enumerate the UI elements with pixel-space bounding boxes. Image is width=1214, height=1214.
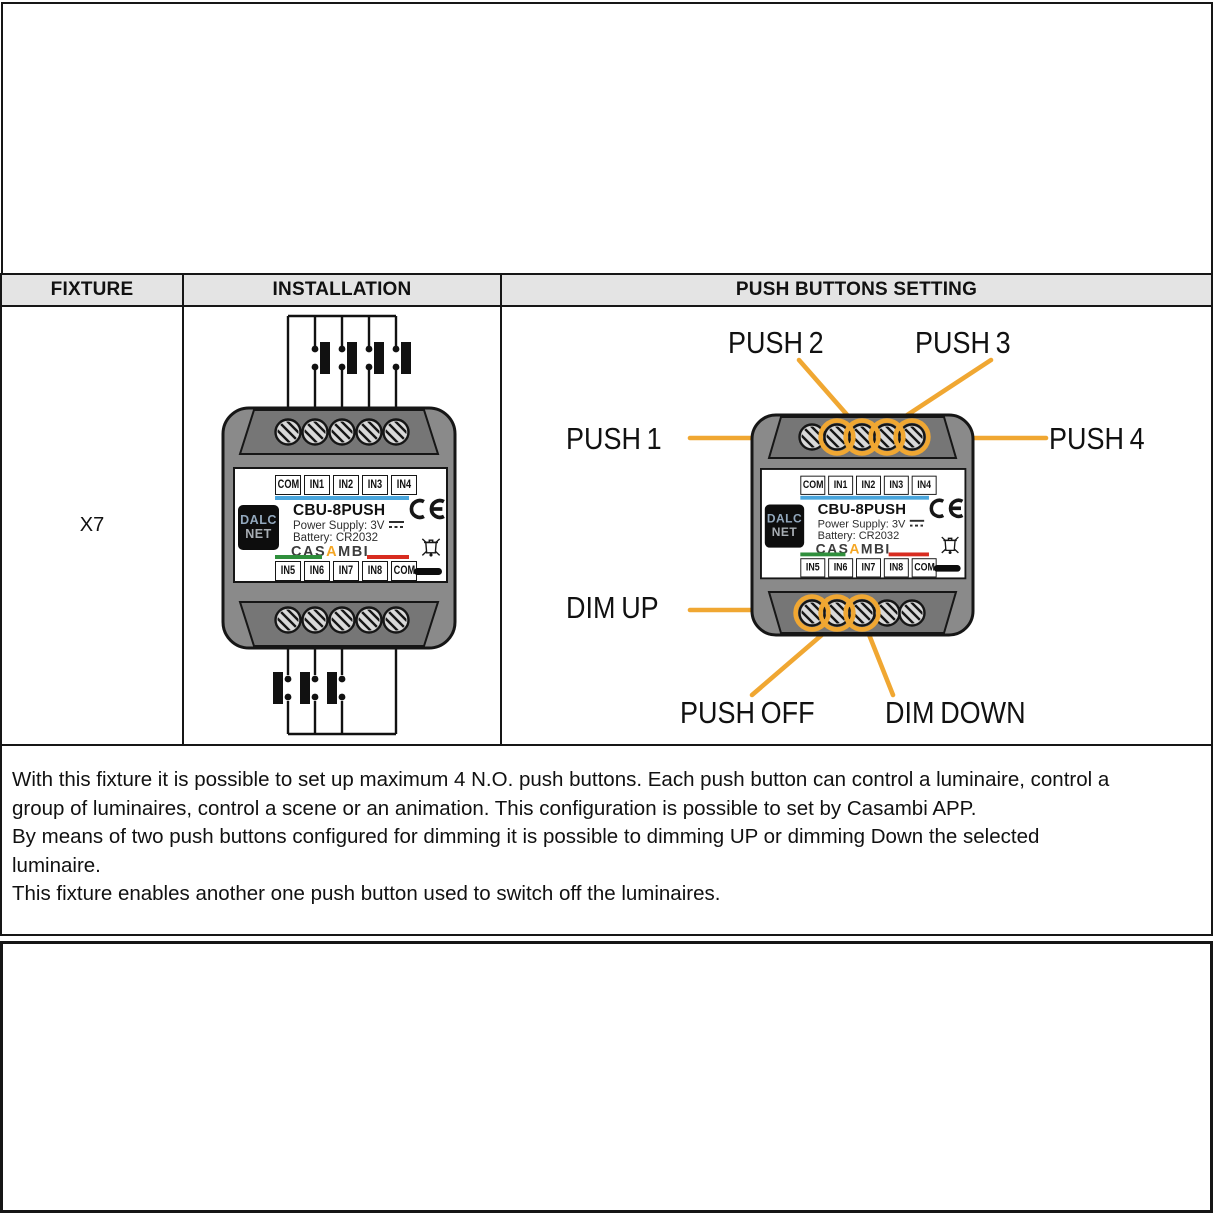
device-label-plate-right: COM IN1 IN2 IN3 IN4 DALC NET CBU-8PUSH P… (760, 468, 967, 580)
terminal-box-in2: IN2 (856, 475, 881, 495)
terminal-box-in8: IN8 (362, 561, 388, 581)
terminal-box-com: COM (275, 475, 301, 495)
bottom-empty-section (0, 941, 1213, 1213)
annotation-push-off: PUSH OFF (680, 695, 815, 730)
terminal-box-in1: IN1 (304, 475, 330, 495)
terminal-box-in6: IN6 (828, 558, 854, 578)
terminal-box-in6: IN6 (304, 561, 330, 581)
annotation-dim-up: DIM UP (566, 590, 659, 625)
terminal-box-in5: IN5 (275, 561, 301, 581)
description-section: With this fixture it is possible to set … (0, 744, 1213, 936)
description-line: By means of two push buttons configured … (12, 825, 1040, 849)
description-line: This fixture enables another one push bu… (12, 882, 721, 906)
description-line: group of luminaires, control a scene or … (12, 796, 977, 820)
device-label-plate-left: COM IN1 IN2 IN3 IN4 DALC NET CBU-8PUSH P… (233, 467, 448, 583)
brand-line1: DALC (240, 513, 277, 528)
terminal-box-in7: IN7 (333, 561, 359, 581)
weee-bin-icon (421, 538, 441, 557)
green-stripe (800, 552, 846, 557)
battery-text: Battery: CR2032 (293, 532, 379, 544)
annotation-dim-down: DIM DOWN (885, 695, 1026, 730)
terminal-box-in4: IN4 (391, 475, 417, 495)
description-line: With this fixture it is possible to set … (12, 768, 1110, 791)
terminal-box-in3: IN3 (883, 475, 909, 495)
ce-mark-icon (929, 498, 964, 519)
terminal-row-bottom: IN5 IN6 IN7 IN8 COM (275, 561, 417, 581)
terminal-box-in7: IN7 (856, 558, 881, 578)
brand-line1: DALC (766, 512, 803, 526)
weee-bin-icon (941, 536, 959, 554)
black-bar-icon (414, 568, 442, 575)
header-cell-fixture: FIXTURE (0, 273, 184, 307)
dc-voltage-icon (910, 519, 925, 529)
battery-text: Battery: CR2032 (817, 530, 900, 542)
header-cell-installation: INSTALLATION (182, 273, 502, 307)
red-stripe (888, 552, 929, 557)
top-empty-section (1, 2, 1213, 275)
annotation-push4: PUSH 4 (1049, 421, 1145, 456)
dc-voltage-icon (389, 521, 405, 530)
casambi-orange-a: A (326, 544, 339, 560)
terminal-row-top: COM IN1 IN2 IN3 IN4 (800, 475, 937, 495)
casambi-orange-a: A (849, 541, 861, 558)
annotation-push2: PUSH 2 (728, 325, 824, 360)
terminal-box-in2: IN2 (333, 475, 359, 495)
brand-line2: NET (771, 525, 798, 539)
header-installation-label: INSTALLATION (272, 279, 412, 300)
device-model-text: CBU-8PUSH (817, 501, 907, 518)
header-fixture-label: FIXTURE (50, 279, 134, 300)
power-supply-text: Power Supply: 3V (818, 519, 925, 530)
terminal-box-in1: IN1 (828, 475, 854, 495)
red-stripe (367, 555, 409, 559)
annotation-push3: PUSH 3 (915, 325, 1011, 360)
terminal-box-in4: IN4 (911, 475, 937, 495)
terminal-box-in8: IN8 (883, 558, 909, 578)
dalcnet-logo: DALC NET (238, 505, 279, 550)
header-push-buttons-label: PUSH BUTTONS SETTING (735, 279, 978, 300)
annotation-push1: PUSH 1 (566, 421, 662, 456)
terminal-row-top: COM IN1 IN2 IN3 IN4 (275, 475, 417, 495)
blue-stripe (275, 496, 409, 500)
fixture-model-label: X7 (79, 514, 105, 536)
black-bar-icon (933, 564, 961, 572)
header-cell-push-buttons-setting: PUSH BUTTONS SETTING (500, 273, 1213, 307)
dalcnet-logo: DALC NET (764, 504, 805, 548)
blue-stripe (800, 495, 929, 500)
green-stripe (275, 555, 322, 559)
terminal-box-in3: IN3 (362, 475, 388, 495)
power-supply-text: Power Supply: 3V (293, 520, 405, 532)
terminal-row-bottom: IN5 IN6 IN7 IN8 COM (800, 558, 937, 578)
terminal-box-in5: IN5 (800, 558, 826, 578)
ce-mark-icon (409, 498, 445, 520)
description-line: luminaire. (12, 853, 101, 877)
terminal-box-com: COM (800, 475, 826, 495)
device-model-text: CBU-8PUSH (293, 502, 386, 519)
brand-line2: NET (245, 526, 272, 541)
fixture-cell (0, 305, 184, 746)
terminal-box-com2: COM (911, 558, 937, 578)
